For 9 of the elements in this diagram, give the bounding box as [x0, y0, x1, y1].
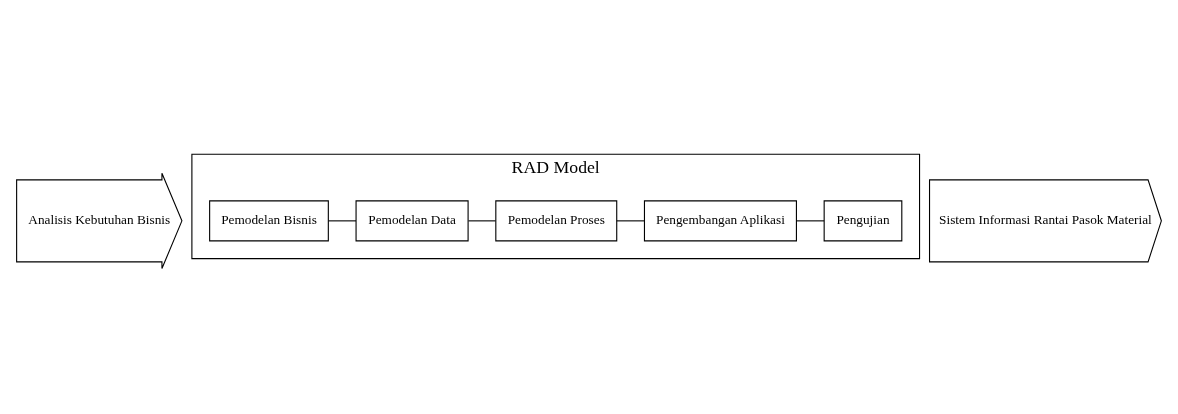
connector: [616, 220, 645, 222]
node-box: Pemodelan Bisnis: [209, 200, 329, 242]
node-box: Pemodelan Data: [355, 200, 469, 242]
connector: [328, 220, 357, 222]
node-box: Pengembangan Aplikasi: [643, 200, 797, 242]
node-box: Pengujian: [823, 200, 903, 242]
node-box: Pemodelan Proses: [495, 200, 618, 242]
connector: [467, 220, 497, 222]
connector: [796, 220, 825, 222]
